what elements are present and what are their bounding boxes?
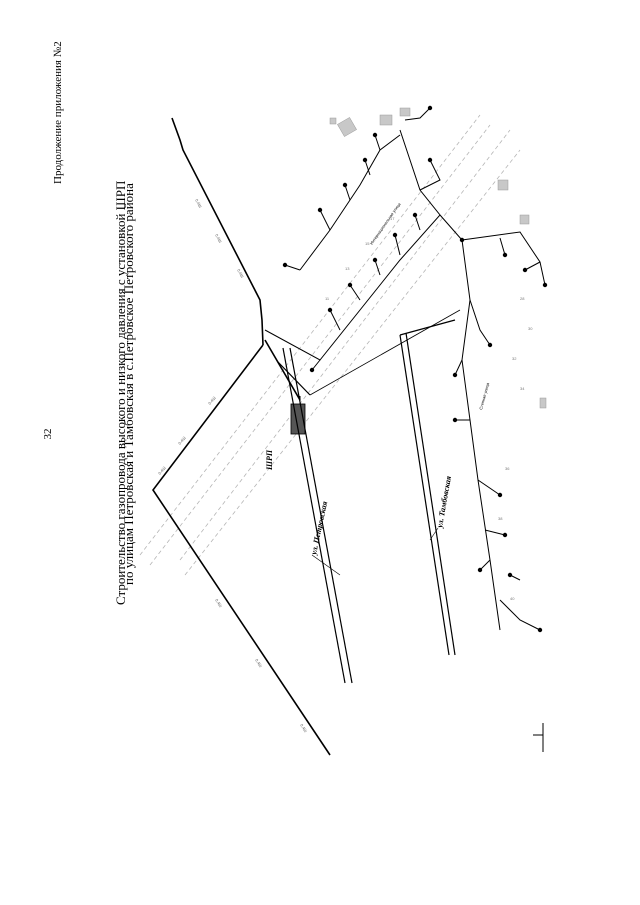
valve-markers-lower	[452, 237, 548, 633]
pipeline-markers: 0.4Ш 0.4Ш 0.4Ш 0.4Ш 0.4Ш 0.4Ш 0.4Ш 0.4Ш …	[157, 198, 309, 734]
street-tambovskaya-road	[399, 319, 456, 656]
svg-text:30: 30	[528, 326, 533, 331]
svg-text:28: 28	[520, 296, 525, 301]
svg-text:0.4Ш: 0.4Ш	[254, 658, 263, 669]
svg-text:0.4Ш: 0.4Ш	[177, 435, 187, 446]
road-corridor	[139, 114, 521, 576]
svg-text:0.4Ш: 0.4Ш	[299, 723, 308, 734]
house-numbers: 28 30 32 34 36 38 40 11 13 15 17	[325, 216, 533, 601]
high-pressure-pipeline	[152, 117, 331, 756]
connection-line	[309, 309, 461, 396]
svg-text:15: 15	[365, 241, 370, 246]
svg-text:0.4Ш: 0.4Ш	[214, 233, 223, 244]
svg-text:34: 34	[520, 386, 525, 391]
buildings	[329, 107, 547, 409]
street-label-upper: Интернациональная улица	[369, 201, 402, 246]
svg-text:40: 40	[510, 596, 515, 601]
street-label-tambovskaya: ул. Тамбовская	[435, 475, 453, 529]
street-label-petrovskaya: ул. Петровская	[309, 500, 329, 556]
svg-text:38: 38	[498, 516, 503, 521]
corner-mark	[533, 723, 544, 752]
svg-text:11: 11	[325, 296, 330, 301]
low-pressure-network-upper	[264, 107, 441, 371]
svg-text:32: 32	[512, 356, 517, 361]
svg-text:36: 36	[505, 466, 510, 471]
svg-text:0.4Ш: 0.4Ш	[214, 598, 223, 609]
svg-text:13: 13	[345, 266, 350, 271]
street-petrovskaya-road	[277, 347, 353, 684]
low-pressure-network-lower	[439, 214, 546, 631]
label-shrp: ШРП	[265, 449, 274, 471]
svg-text:0.4Ш: 0.4Ш	[236, 268, 245, 279]
svg-text:0.4Ш: 0.4Ш	[207, 395, 217, 406]
svg-text:17: 17	[390, 216, 395, 221]
valve-markers-upper	[282, 105, 433, 373]
street-label-lower: Степная улица	[478, 381, 490, 410]
svg-text:0.4Ш: 0.4Ш	[194, 198, 203, 209]
svg-text:0.4Ш: 0.4Ш	[157, 465, 167, 476]
